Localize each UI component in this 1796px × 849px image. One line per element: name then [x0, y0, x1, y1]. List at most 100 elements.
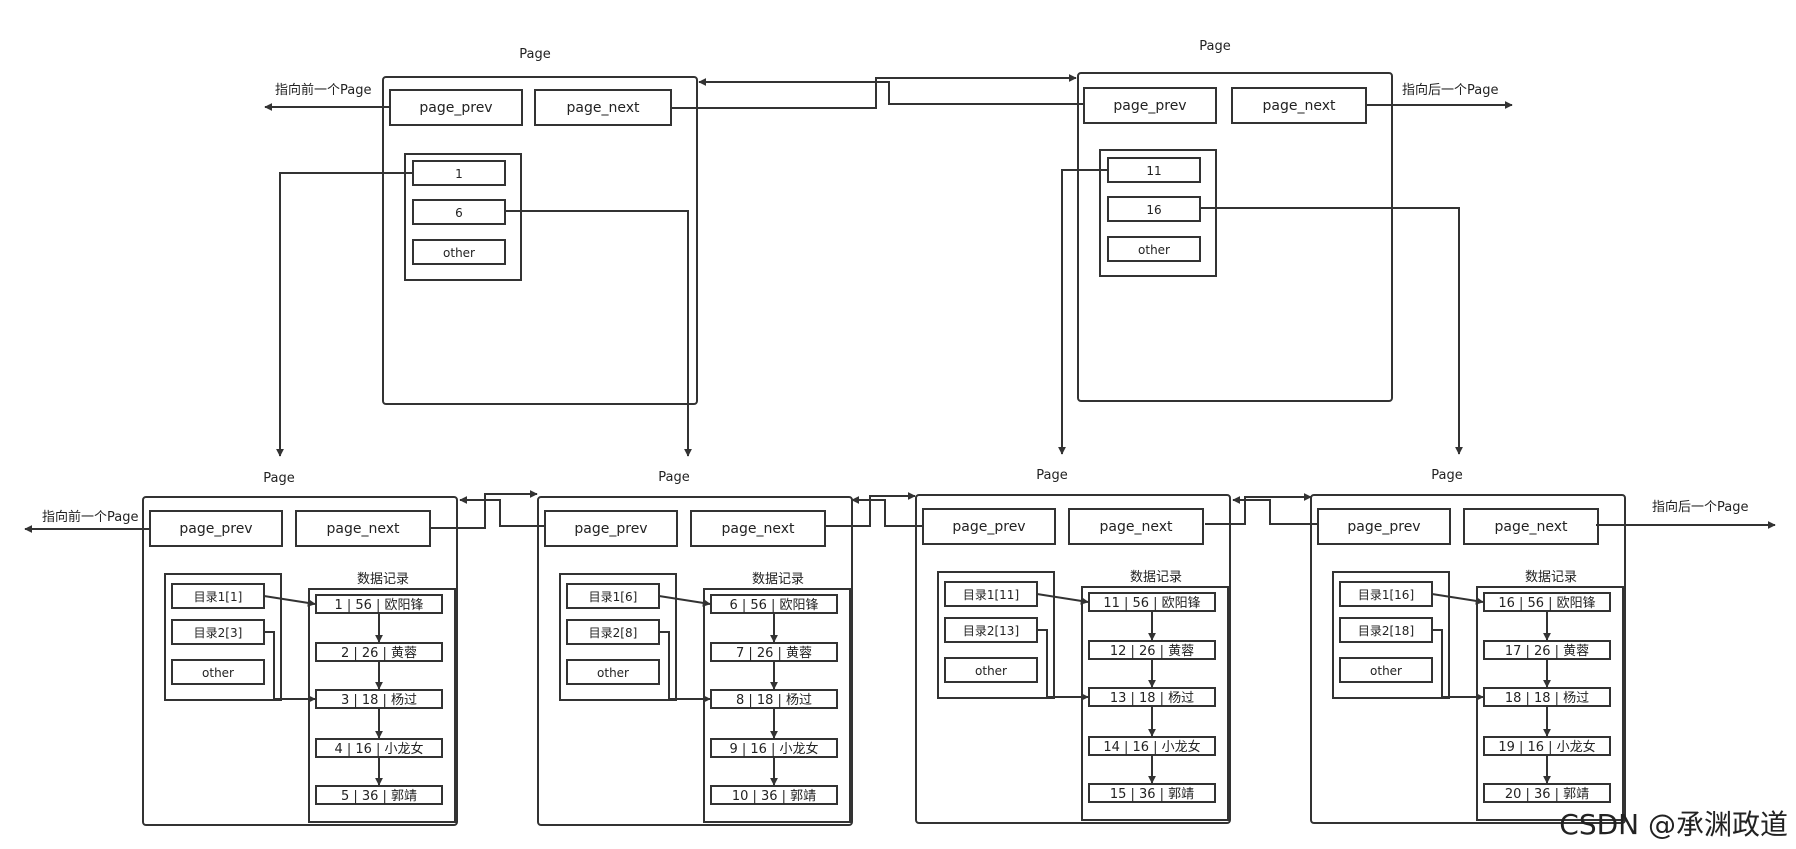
- data-record-label: 5 | 36 | 郭靖: [341, 788, 417, 804]
- data-record[interactable]: 10 | 36 | 郭靖: [710, 785, 838, 805]
- data-record[interactable]: 8 | 18 | 杨过: [710, 689, 838, 709]
- external-pointer-note: 指向后一个Page: [1402, 82, 1498, 98]
- page-next-field[interactable]: page_next: [1231, 87, 1367, 124]
- data-record-label: 18 | 18 | 杨过: [1505, 691, 1589, 706]
- directory-entry[interactable]: other: [944, 657, 1038, 683]
- index-entry[interactable]: 16: [1107, 196, 1201, 222]
- page-title: Page: [658, 470, 689, 485]
- leaf-next-link-arrow: [430, 490, 538, 529]
- directory-entry-label: 目录2[13]: [963, 624, 1019, 638]
- page-prev-label: page_prev: [1347, 519, 1420, 535]
- top-next-to-sibling-arrow: [671, 74, 1077, 109]
- page-next-field[interactable]: page_next: [690, 510, 826, 547]
- data-record[interactable]: 1 | 56 | 欧阳锋: [315, 594, 443, 614]
- data-record-label: 4 | 16 | 小龙女: [334, 741, 423, 757]
- page-next-field[interactable]: page_next: [534, 89, 672, 126]
- index-entry[interactable]: 11: [1107, 157, 1201, 183]
- directory-entry-label: 目录1[6]: [589, 590, 638, 604]
- records-title: 数据记录: [357, 572, 409, 587]
- directory-entry[interactable]: 目录2[18]: [1339, 617, 1433, 643]
- directory-pointer-arrow: [1432, 629, 1484, 701]
- page-next-label: page_next: [1100, 519, 1173, 535]
- page-title: Page: [1199, 39, 1230, 54]
- leaf-page-1: Page page_prev page_next 目录1[1] 目录2[3] other 数…: [142, 471, 458, 826]
- index-entry[interactable]: other: [1107, 236, 1201, 262]
- directory-entry[interactable]: 目录1[11]: [944, 581, 1038, 607]
- index-pointer-arrow: [276, 172, 413, 457]
- directory-entry[interactable]: 目录1[6]: [566, 583, 660, 609]
- directory-pointer-arrow: [1037, 629, 1089, 701]
- page-next-field[interactable]: page_next: [1068, 508, 1204, 545]
- page-prev-field[interactable]: page_prev: [922, 508, 1056, 545]
- external-pointer-note: 指向前一个Page: [42, 509, 138, 525]
- data-record-label: 14 | 16 | 小龙女: [1103, 739, 1200, 755]
- page-prev-field[interactable]: page_prev: [389, 89, 523, 126]
- data-record[interactable]: 17 | 26 | 黄蓉: [1483, 640, 1611, 660]
- data-record-label: 16 | 56 | 欧阳锋: [1498, 596, 1595, 611]
- directory-entry-label: other: [975, 664, 1007, 678]
- directory-entry[interactable]: 目录2[8]: [566, 619, 660, 645]
- data-record-label: 15 | 36 | 郭靖: [1110, 786, 1194, 802]
- directory-pointer-arrow: [264, 631, 316, 703]
- index-entry[interactable]: 1: [412, 160, 506, 186]
- records-title: 数据记录: [752, 572, 804, 587]
- top-prev-to-sibling-arrow: [698, 78, 1084, 105]
- page-next-label: page_next: [567, 100, 640, 116]
- page-next-field[interactable]: page_next: [1463, 508, 1599, 545]
- data-record-label: 12 | 26 | 黄蓉: [1110, 644, 1194, 659]
- data-record[interactable]: 9 | 16 | 小龙女: [710, 738, 838, 758]
- data-record-label: 2 | 26 | 黄蓉: [341, 646, 417, 661]
- directory-pointer-arrow: [658, 595, 711, 607]
- page-title: Page: [1036, 468, 1067, 483]
- index-entry-label: 11: [1146, 164, 1161, 178]
- page-title: Page: [1431, 468, 1462, 483]
- directory-entry[interactable]: other: [566, 659, 660, 685]
- data-record[interactable]: 14 | 16 | 小龙女: [1088, 736, 1216, 756]
- records-title: 数据记录: [1130, 570, 1182, 585]
- data-record[interactable]: 4 | 16 | 小龙女: [315, 738, 443, 758]
- data-record[interactable]: 3 | 18 | 杨过: [315, 689, 443, 709]
- data-record[interactable]: 6 | 56 | 欧阳锋: [710, 594, 838, 614]
- page-next-label: page_next: [1495, 519, 1568, 535]
- page-prev-label: page_prev: [952, 519, 1025, 535]
- data-record[interactable]: 2 | 26 | 黄蓉: [315, 642, 443, 662]
- directory-entry[interactable]: 目录2[3]: [171, 619, 265, 645]
- page-prev-field[interactable]: page_prev: [1083, 87, 1217, 124]
- index-entry-label: other: [1138, 243, 1170, 257]
- directory-entry[interactable]: 目录1[1]: [171, 583, 265, 609]
- page-next-field[interactable]: page_next: [295, 510, 431, 547]
- page-prev-field[interactable]: page_prev: [149, 510, 283, 547]
- top-page-2: Page page_prev page_next 11 16 other 指向后…: [1077, 39, 1513, 402]
- data-record[interactable]: 16 | 56 | 欧阳锋: [1483, 592, 1611, 612]
- index-entry[interactable]: 6: [412, 199, 506, 225]
- page-prev-field[interactable]: page_prev: [544, 510, 678, 547]
- directory-entry[interactable]: 目录2[13]: [944, 617, 1038, 643]
- data-record-label: 13 | 18 | 杨过: [1110, 691, 1194, 706]
- data-record-label: 9 | 16 | 小龙女: [729, 741, 818, 757]
- data-record-label: 3 | 18 | 杨过: [341, 693, 417, 708]
- directory-entry[interactable]: other: [171, 659, 265, 685]
- leaf-pages-layer: Page page_prev page_next 目录1[1] 目录2[3] other 数…: [142, 468, 1626, 826]
- data-record[interactable]: 18 | 18 | 杨过: [1483, 687, 1611, 707]
- page-prev-field[interactable]: page_prev: [1317, 508, 1451, 545]
- data-record-label: 19 | 16 | 小龙女: [1498, 739, 1595, 755]
- data-record[interactable]: 5 | 36 | 郭靖: [315, 785, 443, 805]
- data-record[interactable]: 19 | 16 | 小龙女: [1483, 736, 1611, 756]
- leaf-prev-link-arrow: [851, 496, 922, 527]
- page-next-label: page_next: [722, 521, 795, 537]
- data-record[interactable]: 12 | 26 | 黄蓉: [1088, 640, 1216, 660]
- data-record[interactable]: 20 | 36 | 郭靖: [1483, 783, 1611, 803]
- data-record[interactable]: 7 | 26 | 黄蓉: [710, 642, 838, 662]
- page-title: Page: [263, 471, 294, 486]
- data-record[interactable]: 11 | 56 | 欧阳锋: [1088, 592, 1216, 612]
- data-record[interactable]: 13 | 18 | 杨过: [1088, 687, 1216, 707]
- directory-entry[interactable]: other: [1339, 657, 1433, 683]
- index-entry[interactable]: other: [412, 239, 506, 265]
- directory-entry-label: 目录2[8]: [589, 626, 638, 640]
- index-entry-label: other: [443, 246, 475, 260]
- directory-entry-label: 目录2[18]: [1358, 624, 1414, 638]
- data-record[interactable]: 15 | 36 | 郭靖: [1088, 783, 1216, 803]
- directory-pointer-arrow: [659, 631, 711, 703]
- directory-entry[interactable]: 目录1[16]: [1339, 581, 1433, 607]
- index-pointer-arrow: [1200, 207, 1463, 455]
